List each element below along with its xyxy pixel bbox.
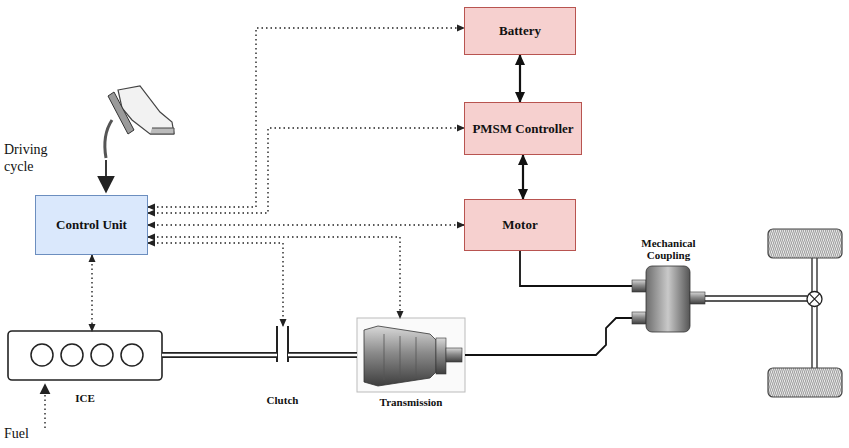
coupling-illustration: [632, 266, 705, 332]
connector-stroke: [148, 28, 464, 207]
connector: [520, 55, 521, 102]
fuel-label: Fuel: [4, 426, 29, 443]
motor-box: Motor: [464, 199, 576, 251]
connector: [465, 318, 632, 355]
connector: [288, 355, 357, 356]
connector-stroke: [148, 237, 400, 318]
connector-stroke: [148, 224, 464, 225]
connector-stroke: [520, 251, 632, 286]
engine: ICE: [8, 331, 162, 380]
connector-stroke: [288, 354, 357, 357]
controller-box: PMSM Controller: [464, 102, 582, 155]
connector: [520, 251, 632, 286]
engine-block: [8, 331, 162, 428]
connector-stroke: [148, 128, 464, 213]
connector-stroke: [91, 255, 92, 331]
box-label: Motor: [496, 217, 543, 233]
connector-stroke: [148, 243, 283, 326]
mechanical-coupling: Mechanical Coupling: [632, 266, 705, 332]
driving-cycle-label: Driving cycle: [4, 142, 64, 176]
connector-stroke: [522, 155, 524, 199]
battery-box: Battery: [464, 7, 576, 55]
connector: [523, 155, 524, 199]
axle-and-wheels: [705, 229, 842, 397]
connector: [148, 225, 464, 226]
part-label: Mechanical Coupling: [634, 237, 704, 262]
control-unit-box: Control Unit: [35, 195, 148, 255]
box-label: PMSM Controller: [466, 121, 579, 137]
connector: [148, 128, 464, 213]
connector: [148, 28, 464, 207]
connector-stroke: [519, 55, 521, 102]
part-label: Clutch: [267, 394, 299, 407]
connector-stroke: [162, 352, 277, 358]
connector-stroke: [162, 354, 277, 357]
part-label: Transmission: [380, 396, 443, 409]
transmission: Transmission: [357, 318, 465, 392]
clutch-plates: [277, 326, 288, 362]
connector-stroke: [288, 352, 357, 358]
part-label: ICE: [75, 392, 95, 405]
pedal-illustration: [105, 86, 174, 190]
clutch: Clutch: [270, 326, 295, 362]
transmission-illustration: [357, 318, 465, 392]
box-label: Battery: [493, 23, 547, 39]
connector-stroke: [465, 318, 632, 355]
connector: [148, 237, 400, 318]
box-label: Control Unit: [50, 217, 133, 233]
connector: [148, 243, 283, 326]
connector: [162, 355, 277, 356]
connector: [92, 255, 93, 331]
